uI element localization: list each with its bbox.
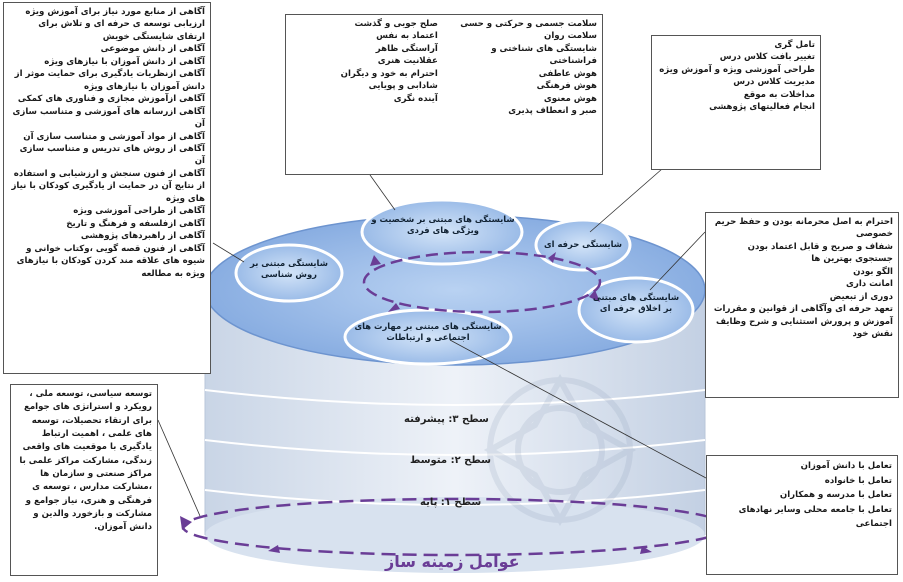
level-divider [204, 389, 706, 406]
flow-arrowhead [370, 255, 381, 266]
list-item: آگاهی از فنون قصه گویی ،وکتاب خوانی و شی… [16, 243, 205, 279]
list-item: تغییر بافت کلاس درس [719, 52, 815, 63]
list-item: اعتماد به نفس [376, 31, 438, 42]
flow-arrowhead [589, 290, 600, 302]
contextual-factors-text: توسعه سیاسی، توسعه ملی ، رویکرد و استرات… [19, 389, 152, 533]
list-item: مدیریت کلاس درس [733, 77, 815, 88]
list-item: تعامل با دانش آموزان [800, 461, 892, 471]
list-item: هوش معنوی [543, 93, 597, 104]
oval-label-ethics: شایستگی های مبتنی بر اخلاق حرفه ای [592, 292, 680, 314]
list-item: دوری از تبعیض [829, 291, 893, 302]
list-item: جستجوی بهترین ها [811, 254, 893, 265]
list-item: امانت داری [846, 279, 893, 290]
box-social-interaction: تعامل با دانش آموزان تعامل با خانواده تع… [706, 455, 898, 575]
connector-lines [157, 168, 707, 517]
level-3-label: سطح ۳: پیشرفته [404, 414, 489, 425]
list-item: آگاهی از روش های تدریس و متناسب سازی آن [19, 143, 205, 167]
list-item: آموزش و پرورش استثنایی و شرح وظایف نقش خ… [716, 316, 893, 340]
list-item: آگاهی از دانش آموزان با نیازهای ویژه [44, 56, 205, 67]
oval-label-professional: شایستگی حرفه ای [544, 239, 622, 249]
traits-column-right: سلامت جسمی و حرکتی و حسی سلامت روان شایس… [450, 18, 597, 171]
list-item: شادابی و پویایی [368, 81, 438, 92]
list-item: آگاهی ازنظریات یادگیری برای حمایت موثر ا… [14, 69, 205, 92]
list-item: ارزیابی توسعه ی حرفه ای و تلاش برای ارتق… [38, 19, 205, 42]
list-item: طراحی آموزشی ویژه و آموزش ویژه [659, 64, 815, 75]
list-item: آینده نگری [393, 93, 438, 104]
list-item: مداخلات به موقع [743, 89, 815, 100]
list-item: آگاهی از طراحی آموزشی ویژه [73, 206, 205, 217]
list-item: تامل گری [774, 40, 815, 50]
list-item: تعهد حرفه ای وآگاهی از قوانین و مقررات [713, 304, 893, 315]
base-title: عوامل زمینه ساز [385, 552, 520, 571]
oval-professional [534, 218, 632, 272]
list-item: هوش فرهنگی [536, 81, 597, 92]
base-flow-arrowhead [180, 516, 192, 530]
list-item: آگاهی از مواد آموزشی و متناسب سازی آن [23, 131, 205, 142]
flow-loop [362, 250, 602, 314]
list-item: الگو بودن [853, 266, 893, 277]
level-divider [204, 489, 706, 506]
list-item: شایستگی های شناختی و فراشناختی [491, 43, 597, 67]
flow-arrowhead [548, 252, 556, 263]
oval-ethics [577, 276, 695, 344]
box-contextual-factors: توسعه سیاسی، توسعه ملی ، رویکرد و استرات… [10, 384, 158, 576]
list-item: آگاهی از دانش موضوعی [100, 44, 205, 55]
list-item: آگاهی از راهبردهای پژوهشی [80, 231, 205, 242]
watermark-emblem [483, 373, 637, 527]
oval-label-knowledge: شایستگی مبتنی بر روش شناسی [250, 258, 328, 280]
base-flow-arrowhead [640, 546, 652, 554]
list-item: احترام به خود و دیگران [340, 68, 438, 79]
list-item: آگاهی ازرسانه های آموزشی و متناسب سازی آ… [12, 106, 206, 130]
box-professional-ethics: احترام به اصل محرمانه بودن و حفظ حریم خص… [705, 212, 899, 398]
list-item: سلامت روان [544, 31, 597, 42]
list-item: عقلانیت هنری [377, 56, 438, 67]
list-item: شفاف و صریح و قابل اعتماد بودن [747, 241, 893, 252]
cylinder-bottom [205, 497, 705, 573]
oval-label-personality: شایستگی های مبتنی بر شخصیت و ویژگی های ف… [371, 214, 515, 236]
list-item: صبر و انعطاف پذیری [508, 106, 597, 117]
list-item: آگاهی ازآموزش مجازی و فناوری های کمکی [17, 94, 205, 105]
traits-column-left: صلح جویی و گذشت اعتماد به نفس آراستگی ظا… [291, 18, 438, 171]
list-item: تعامل با خانواده [824, 475, 892, 486]
base-flow-arrowhead [268, 545, 280, 553]
level-2-label: سطح ۲: متوسط [410, 455, 491, 466]
oval-label-communication: شایستگی های مبتنی بر مهارت های اجتماعی و… [354, 321, 502, 343]
box-personality-traits: سلامت جسمی و حرکتی و حسی سلامت روان شایس… [285, 14, 603, 175]
level-1-label: سطح ۱: پایه [420, 497, 482, 508]
list-item: آگاهی از فنون سنجش و ارزشیابی و استفاده … [11, 168, 205, 204]
list-item: سلامت جسمی و حرکتی و حسی [460, 19, 597, 29]
list-item: تعامل با جامعه محلی وسایر نهادهای اجتماع… [738, 504, 892, 530]
list-item: آگاهی ازفلسفه و فرهنگ و تاریخ [66, 218, 205, 229]
level-divider [204, 439, 706, 456]
list-item: آراستگی ظاهر [375, 43, 438, 54]
list-item: انجام فعالیتهای پژوهشی [709, 102, 815, 113]
box-knowledge-competencies: آگاهی از منابع مورد نیاز برای آموزش ویژه… [3, 2, 211, 374]
list-item: آگاهی از منابع مورد نیاز برای آموزش ویژه [25, 7, 205, 17]
list-item: صلح جویی و گذشت [354, 19, 438, 29]
list-item: تعامل با مدرسه و همکاران [779, 490, 892, 501]
box-professional-skills: تامل گری تغییر بافت کلاس درس طراحی آموزش… [651, 35, 821, 170]
oval-personality [360, 198, 524, 266]
list-item: احترام به اصل محرمانه بودن و حفظ حریم خص… [714, 217, 893, 240]
list-item: هوش عاطفی [538, 68, 597, 79]
oval-knowledge [234, 243, 344, 303]
flow-arrowhead [388, 303, 400, 312]
